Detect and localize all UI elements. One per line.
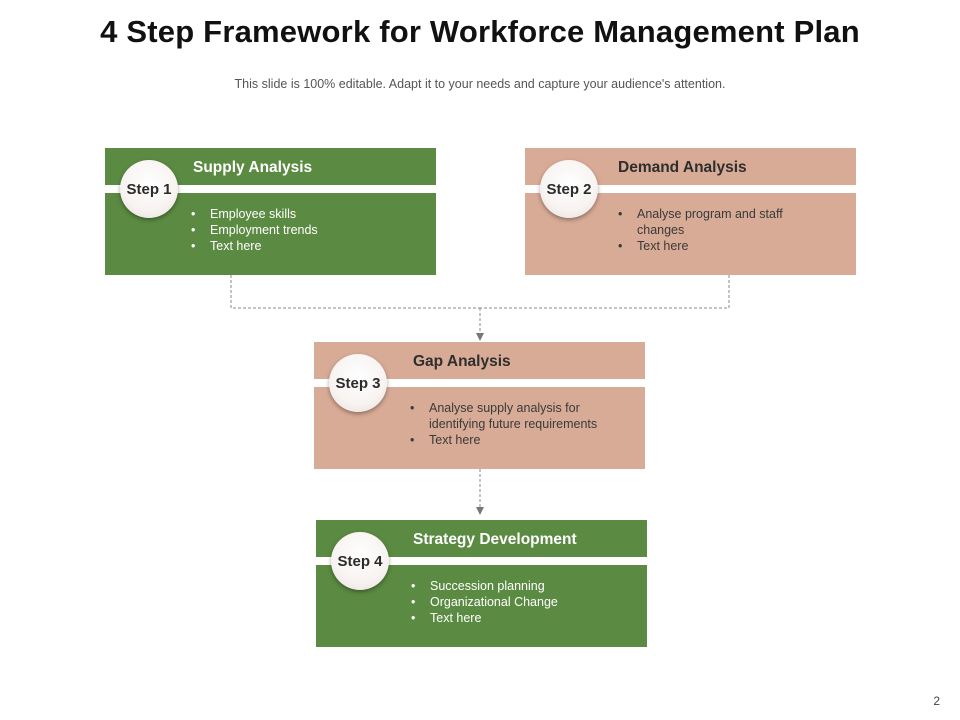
step-3-badge: Step 3 (329, 354, 387, 412)
step-1-card: Supply Analysis Step 1 Employee skills E… (105, 148, 436, 275)
step-3-bullet-1: Analyse supply analysis for identifying … (410, 400, 625, 432)
step-2-bullet-2: Text here (618, 238, 818, 254)
step-2-bullet-1: Analyse program and staff changes (618, 206, 818, 238)
step-1-heading: Supply Analysis (193, 159, 313, 176)
step-2-bullets: Analyse program and staff changes Text h… (618, 206, 818, 254)
step-3-band (314, 379, 645, 387)
step-3-card: Gap Analysis Step 3 Analyse supply analy… (314, 342, 645, 469)
step-1-bullet-2: Employment trends (191, 222, 411, 238)
step-1-band (105, 185, 436, 193)
step-3-bullet-2: Text here (410, 432, 625, 448)
step-2-heading: Demand Analysis (618, 159, 747, 176)
slide-subtitle: This slide is 100% editable. Adapt it to… (234, 77, 726, 91)
step-4-heading: Strategy Development (413, 531, 577, 548)
page-number: 2 (933, 694, 940, 708)
step-1-bullet-1: Employee skills (191, 206, 411, 222)
step-3-bullets: Analyse supply analysis for identifying … (410, 400, 625, 448)
step-1-bullet-3: Text here (191, 238, 411, 254)
step-4-bullets: Succession planning Organizational Chang… (411, 578, 631, 626)
step-4-band (316, 557, 647, 565)
step-4-bullet-3: Text here (411, 610, 631, 626)
step-4-bullet-2: Organizational Change (411, 594, 631, 610)
step-3-heading: Gap Analysis (413, 353, 511, 370)
step-2-band (525, 185, 856, 193)
step-2-badge: Step 2 (540, 160, 598, 218)
step-1-bullets: Employee skills Employment trends Text h… (191, 206, 411, 254)
connector-step1-to-step3 (230, 275, 480, 309)
step-4-badge: Step 4 (331, 532, 389, 590)
step-4-bullet-1: Succession planning (411, 578, 631, 594)
connector-step2-to-step3 (480, 275, 730, 309)
step-4-card: Strategy Development Step 4 Succession p… (316, 520, 647, 647)
step-1-badge: Step 1 (120, 160, 178, 218)
step-2-card: Demand Analysis Step 2 Analyse program a… (525, 148, 856, 275)
slide-title: 4 Step Framework for Workforce Managemen… (100, 14, 860, 49)
